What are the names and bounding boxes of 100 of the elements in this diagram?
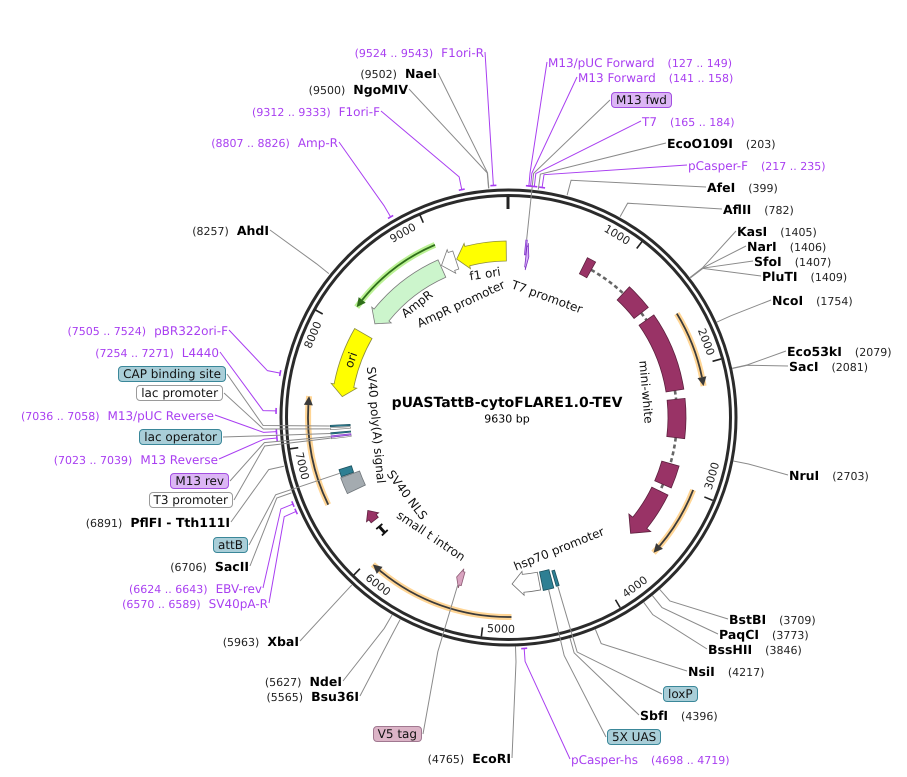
leader-line [218, 434, 278, 460]
primer-position: (141 .. 158) [668, 72, 734, 85]
leader-line [230, 436, 332, 482]
enzyme-name: EcoRI [472, 751, 511, 766]
feature-name: mini-white [637, 360, 655, 424]
primer-name: F1ori-F [338, 105, 380, 119]
leader-line [716, 300, 772, 323]
feature-label-tag: loxP [663, 686, 698, 702]
enzyme-name: XbaI [267, 634, 299, 649]
scale-label: 3000 [702, 461, 721, 492]
leader-line [594, 628, 688, 672]
primer-position: (6570 .. 6589) [122, 598, 201, 611]
enzyme-name: Bsu36I [311, 689, 359, 704]
scale-label: 2000 [696, 326, 716, 357]
primer-position: (9524 .. 9543) [354, 47, 434, 60]
leader-line [652, 594, 718, 634]
leader-line [214, 414, 278, 436]
leader-line [520, 647, 570, 760]
primer-name: L4440 [182, 346, 219, 360]
cut-position: (399) [748, 182, 778, 195]
feature-label-tag: 5X UAS [607, 729, 662, 745]
cut-position: (2079) [854, 346, 892, 359]
feature-block [551, 569, 560, 587]
primer-position: (6624 .. 6643) [129, 583, 208, 596]
primer-position: (8807 .. 8826) [211, 137, 290, 150]
primer-position: (4698 .. 4719) [650, 754, 730, 767]
leader-line [525, 62, 548, 187]
primer-name: T7 [642, 115, 657, 129]
primer-position: (217 .. 235) [761, 160, 826, 173]
primer-name: M13/pUC Forward [548, 56, 655, 70]
leader-line [422, 584, 458, 734]
cut-position: (2703) [832, 470, 869, 483]
leader-line [557, 586, 662, 694]
cut-position: (1406) [790, 241, 826, 254]
leader-line [226, 374, 330, 427]
feature-block [338, 465, 355, 477]
enzyme-name: BssHII [708, 642, 752, 657]
primer-name: Amp-R [298, 136, 338, 150]
enzyme-name: NcoI [772, 293, 804, 308]
leader-line [526, 100, 610, 240]
leader-line [270, 230, 330, 274]
leader-line [408, 88, 490, 189]
primer-position: (127 .. 149) [668, 57, 732, 70]
feature-name: ori [342, 350, 360, 370]
leader-line [250, 492, 292, 566]
cut-position: (3773) [772, 629, 809, 642]
primer-name: pBR322ori-F [154, 324, 228, 338]
cut-position: (782) [764, 204, 794, 217]
cut-position: (9500) [308, 84, 346, 97]
leader-line [248, 472, 340, 546]
primer-name: pCasper-F [688, 159, 748, 173]
cut-position: (203) [746, 138, 776, 151]
cut-position: (5963) [222, 636, 260, 649]
feature-label-tag: M13 rev [170, 473, 229, 489]
leader-line [732, 460, 788, 476]
leader-line [548, 589, 606, 738]
leader-line [690, 268, 762, 278]
leader-line [512, 646, 516, 758]
feature-label: SV40 poly(A) signal [364, 366, 388, 484]
cut-position: (4217) [728, 666, 764, 679]
leader-line [220, 352, 277, 415]
primer-name: M13 Reverse [140, 453, 218, 467]
leader-line [659, 588, 728, 620]
primer-name: SV40pA-R [208, 597, 268, 611]
cut-position: (4396) [681, 710, 718, 723]
primer-position: (7036 .. 7058) [20, 410, 100, 423]
leader-line [268, 508, 298, 604]
primer-name: EBV-rev [216, 582, 262, 596]
leader-line [732, 350, 786, 369]
leader-line [690, 246, 746, 278]
cut-position: (2081) [832, 361, 868, 374]
primer-name: pCasper-hs [571, 753, 638, 767]
enzyme-name: SacII [214, 559, 249, 574]
leader-line [228, 330, 282, 377]
primer-name: F1ori-R [441, 46, 484, 60]
leader-line [643, 602, 708, 650]
leader-line [538, 164, 688, 189]
leader-line [360, 619, 401, 696]
enzyme-name: EcoO109I [667, 136, 733, 151]
leader-line [732, 364, 788, 369]
leader-line [620, 202, 722, 218]
primer-position: (7023 .. 7039) [54, 454, 132, 467]
enzyme-name: AfeI [707, 180, 736, 195]
enzyme-name: BstBI [729, 612, 766, 627]
enzyme-name: SbfI [640, 708, 668, 723]
primer-position: (9312 .. 9333) [252, 106, 331, 119]
enzyme-name: NdeI [309, 674, 342, 689]
feature-mark [329, 424, 351, 427]
leader-line [300, 584, 352, 642]
feature-mark [330, 430, 352, 435]
leader-line [342, 614, 393, 682]
primer-name: M13 Forward [578, 71, 656, 85]
cut-position: (8257) [192, 225, 229, 238]
enzyme-name: NruI [789, 468, 820, 483]
leader-line [526, 76, 578, 188]
primer-position: (165 .. 184) [670, 116, 735, 129]
feature-mark [329, 426, 351, 430]
cut-position: (6891) [86, 517, 122, 530]
cut-position: (1409) [810, 271, 848, 284]
enzyme-name: AhdI [236, 223, 269, 238]
